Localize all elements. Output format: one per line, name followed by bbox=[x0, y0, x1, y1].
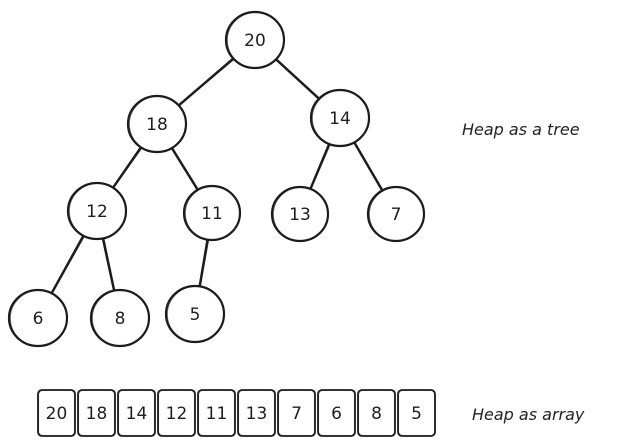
array-cell-box-1 bbox=[77, 389, 116, 437]
tree-node-5: 5 bbox=[164, 284, 226, 344]
array-cell-box-7 bbox=[317, 389, 356, 437]
tree-node-18: 18 bbox=[126, 94, 188, 154]
array-cell-box-stroke2-0 bbox=[38, 390, 75, 436]
array-cell-7: 6 bbox=[317, 389, 356, 437]
array-cell-box-3 bbox=[157, 389, 196, 437]
tree-node-13: 13 bbox=[270, 185, 330, 243]
array-cell-box-stroke2-5 bbox=[238, 390, 275, 436]
tree-node-circle-stroke2-6 bbox=[9, 290, 68, 347]
array-cell-8: 8 bbox=[357, 389, 396, 437]
edge-n12-n8 bbox=[101, 237, 116, 292]
tree-node-circle-stroke2-5 bbox=[167, 286, 225, 343]
tree-node-12: 12 bbox=[66, 181, 128, 241]
edge-n12-n8-stroke2 bbox=[103, 238, 116, 291]
edge-n18-n12-stroke2 bbox=[113, 146, 143, 189]
edge-n20-n18-stroke2 bbox=[178, 58, 236, 107]
edge-n11-n5-stroke2 bbox=[199, 239, 210, 287]
array-cell-2: 14 bbox=[117, 389, 156, 437]
array-cell-value-4: 11 bbox=[206, 404, 228, 424]
edge-n14-n7-stroke2 bbox=[354, 142, 384, 191]
array-cell-value-2: 14 bbox=[126, 404, 148, 424]
tree-node-label-14: 14 bbox=[329, 109, 351, 129]
heap-array: 20 18 14 12 11 13 7 6 8 5 bbox=[37, 389, 436, 437]
array-cell-box-stroke2-8 bbox=[358, 390, 395, 436]
tree-node-circle-stroke2-8 bbox=[92, 290, 150, 347]
array-cell-value-7: 6 bbox=[331, 404, 342, 424]
edge-n14-n7 bbox=[352, 140, 384, 192]
array-cell-value-3: 12 bbox=[166, 404, 188, 424]
tree-node-circle-stroke2-11 bbox=[185, 186, 241, 241]
array-cell-box-6 bbox=[277, 389, 316, 437]
tree-node-circle-stroke2-7 bbox=[368, 187, 425, 242]
edge-n20-n18 bbox=[177, 57, 235, 107]
array-cell-4: 11 bbox=[197, 389, 236, 437]
edge-n14-n13 bbox=[309, 142, 331, 191]
array-cell-0: 20 bbox=[37, 389, 76, 437]
array-cell-box-stroke2-6 bbox=[278, 390, 315, 436]
edge-n18-n11 bbox=[170, 146, 200, 192]
edge-n20-n14-stroke2 bbox=[276, 58, 321, 100]
array-cell-value-6: 7 bbox=[291, 404, 302, 424]
tree-node-label-6: 6 bbox=[33, 309, 44, 329]
edge-n18-n11-stroke2 bbox=[172, 147, 200, 191]
array-cell-1: 18 bbox=[77, 389, 116, 437]
array-cell-box-5 bbox=[237, 389, 276, 437]
tree-node-label-12: 12 bbox=[86, 202, 108, 222]
tree-node-label-13: 13 bbox=[289, 205, 311, 225]
tree-node-7: 7 bbox=[366, 185, 426, 243]
array-cell-value-5: 13 bbox=[246, 404, 268, 424]
edge-n12-n6-stroke2 bbox=[51, 235, 86, 294]
array-caption: Heap as array bbox=[472, 405, 585, 424]
tree-caption: Heap as a tree bbox=[462, 120, 580, 139]
edge-n18-n12 bbox=[111, 145, 143, 190]
tree-node-14: 14 bbox=[309, 88, 371, 148]
tree-node-circle-stroke2-20 bbox=[227, 12, 285, 69]
array-cell-box-stroke2-1 bbox=[78, 390, 115, 436]
array-cell-box-2 bbox=[117, 389, 156, 437]
tree-node-11: 11 bbox=[182, 184, 242, 242]
array-cell-box-0 bbox=[37, 389, 76, 437]
array-cell-box-9 bbox=[397, 389, 436, 437]
edge-n20-n14 bbox=[274, 57, 321, 101]
array-cell-box-8 bbox=[357, 389, 396, 437]
array-cell-box-stroke2-3 bbox=[158, 390, 195, 436]
tree-node-label-11: 11 bbox=[201, 204, 223, 224]
array-cell-box-stroke2-9 bbox=[398, 390, 435, 436]
array-cell-box-stroke2-2 bbox=[118, 390, 155, 436]
tree-node-circle-stroke2-18 bbox=[129, 96, 187, 153]
tree-node-circle-stroke2-12 bbox=[69, 183, 127, 240]
edge-n12-n6 bbox=[50, 234, 85, 295]
array-cell-value-8: 8 bbox=[371, 404, 382, 424]
tree-node-label-5: 5 bbox=[190, 305, 201, 325]
array-cell-6: 7 bbox=[277, 389, 316, 437]
array-cell-5: 13 bbox=[237, 389, 276, 437]
tree-node-circle-stroke2-14 bbox=[311, 90, 370, 147]
tree-node-label-7: 7 bbox=[391, 205, 402, 225]
edge-n14-n13-stroke2 bbox=[310, 143, 331, 190]
array-cell-value-9: 5 bbox=[411, 404, 422, 424]
tree-node-circle-stroke2-13 bbox=[272, 187, 329, 242]
array-cell-3: 12 bbox=[157, 389, 196, 437]
array-cell-value-0: 20 bbox=[46, 404, 68, 424]
tree-node-20: 20 bbox=[224, 10, 286, 70]
tree-nodes: 20 18 14 12 11 13 7 6 8 5 bbox=[7, 10, 426, 348]
edge-n11-n5 bbox=[198, 238, 209, 288]
tree-node-label-8: 8 bbox=[115, 309, 126, 329]
array-cell-9: 5 bbox=[397, 389, 436, 437]
array-cell-box-stroke2-4 bbox=[198, 390, 235, 436]
array-cell-value-1: 18 bbox=[86, 404, 108, 424]
tree-node-6: 6 bbox=[7, 288, 69, 348]
tree-node-label-20: 20 bbox=[244, 31, 266, 51]
array-cell-box-4 bbox=[197, 389, 236, 437]
tree-node-label-18: 18 bbox=[146, 115, 168, 135]
array-cell-box-stroke2-7 bbox=[318, 390, 355, 436]
tree-edges bbox=[50, 57, 384, 295]
tree-node-8: 8 bbox=[89, 288, 151, 348]
